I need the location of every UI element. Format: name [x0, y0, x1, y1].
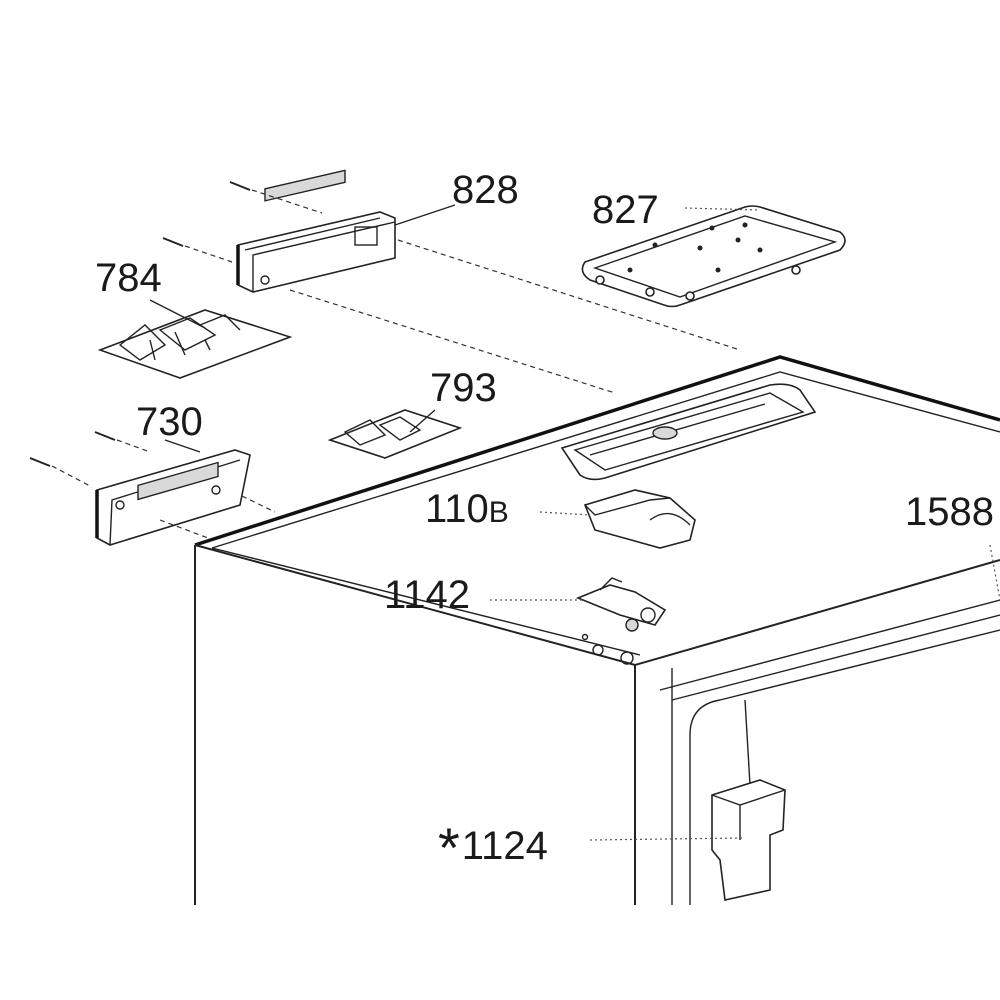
label-1142: 1142	[384, 573, 471, 617]
part-1142-hinge	[575, 577, 667, 632]
part-827-cover-plate	[581, 205, 846, 308]
part-1124-door-component	[711, 699, 786, 901]
screws	[29, 181, 251, 467]
part-730-bracket	[95, 449, 251, 546]
part-793-circuit-board	[327, 409, 463, 459]
label-827: 827	[592, 188, 659, 232]
part-784-circuit-board	[97, 309, 293, 379]
top-recess-tray	[560, 383, 817, 481]
leader-lines	[149, 204, 761, 841]
label-1588: 1588	[905, 490, 994, 534]
label-793: 793	[430, 366, 497, 410]
label-1124: *1124	[438, 816, 548, 879]
label-828: 828	[452, 168, 519, 212]
part-828-bracket	[236, 169, 396, 293]
label-730: 730	[136, 400, 203, 444]
part-110b-component	[583, 489, 696, 549]
label-110b: 110B	[425, 487, 509, 531]
assembly-guide-lines	[51, 189, 741, 539]
label-784: 784	[95, 256, 162, 300]
refrigerator-cabinet	[194, 355, 1000, 905]
